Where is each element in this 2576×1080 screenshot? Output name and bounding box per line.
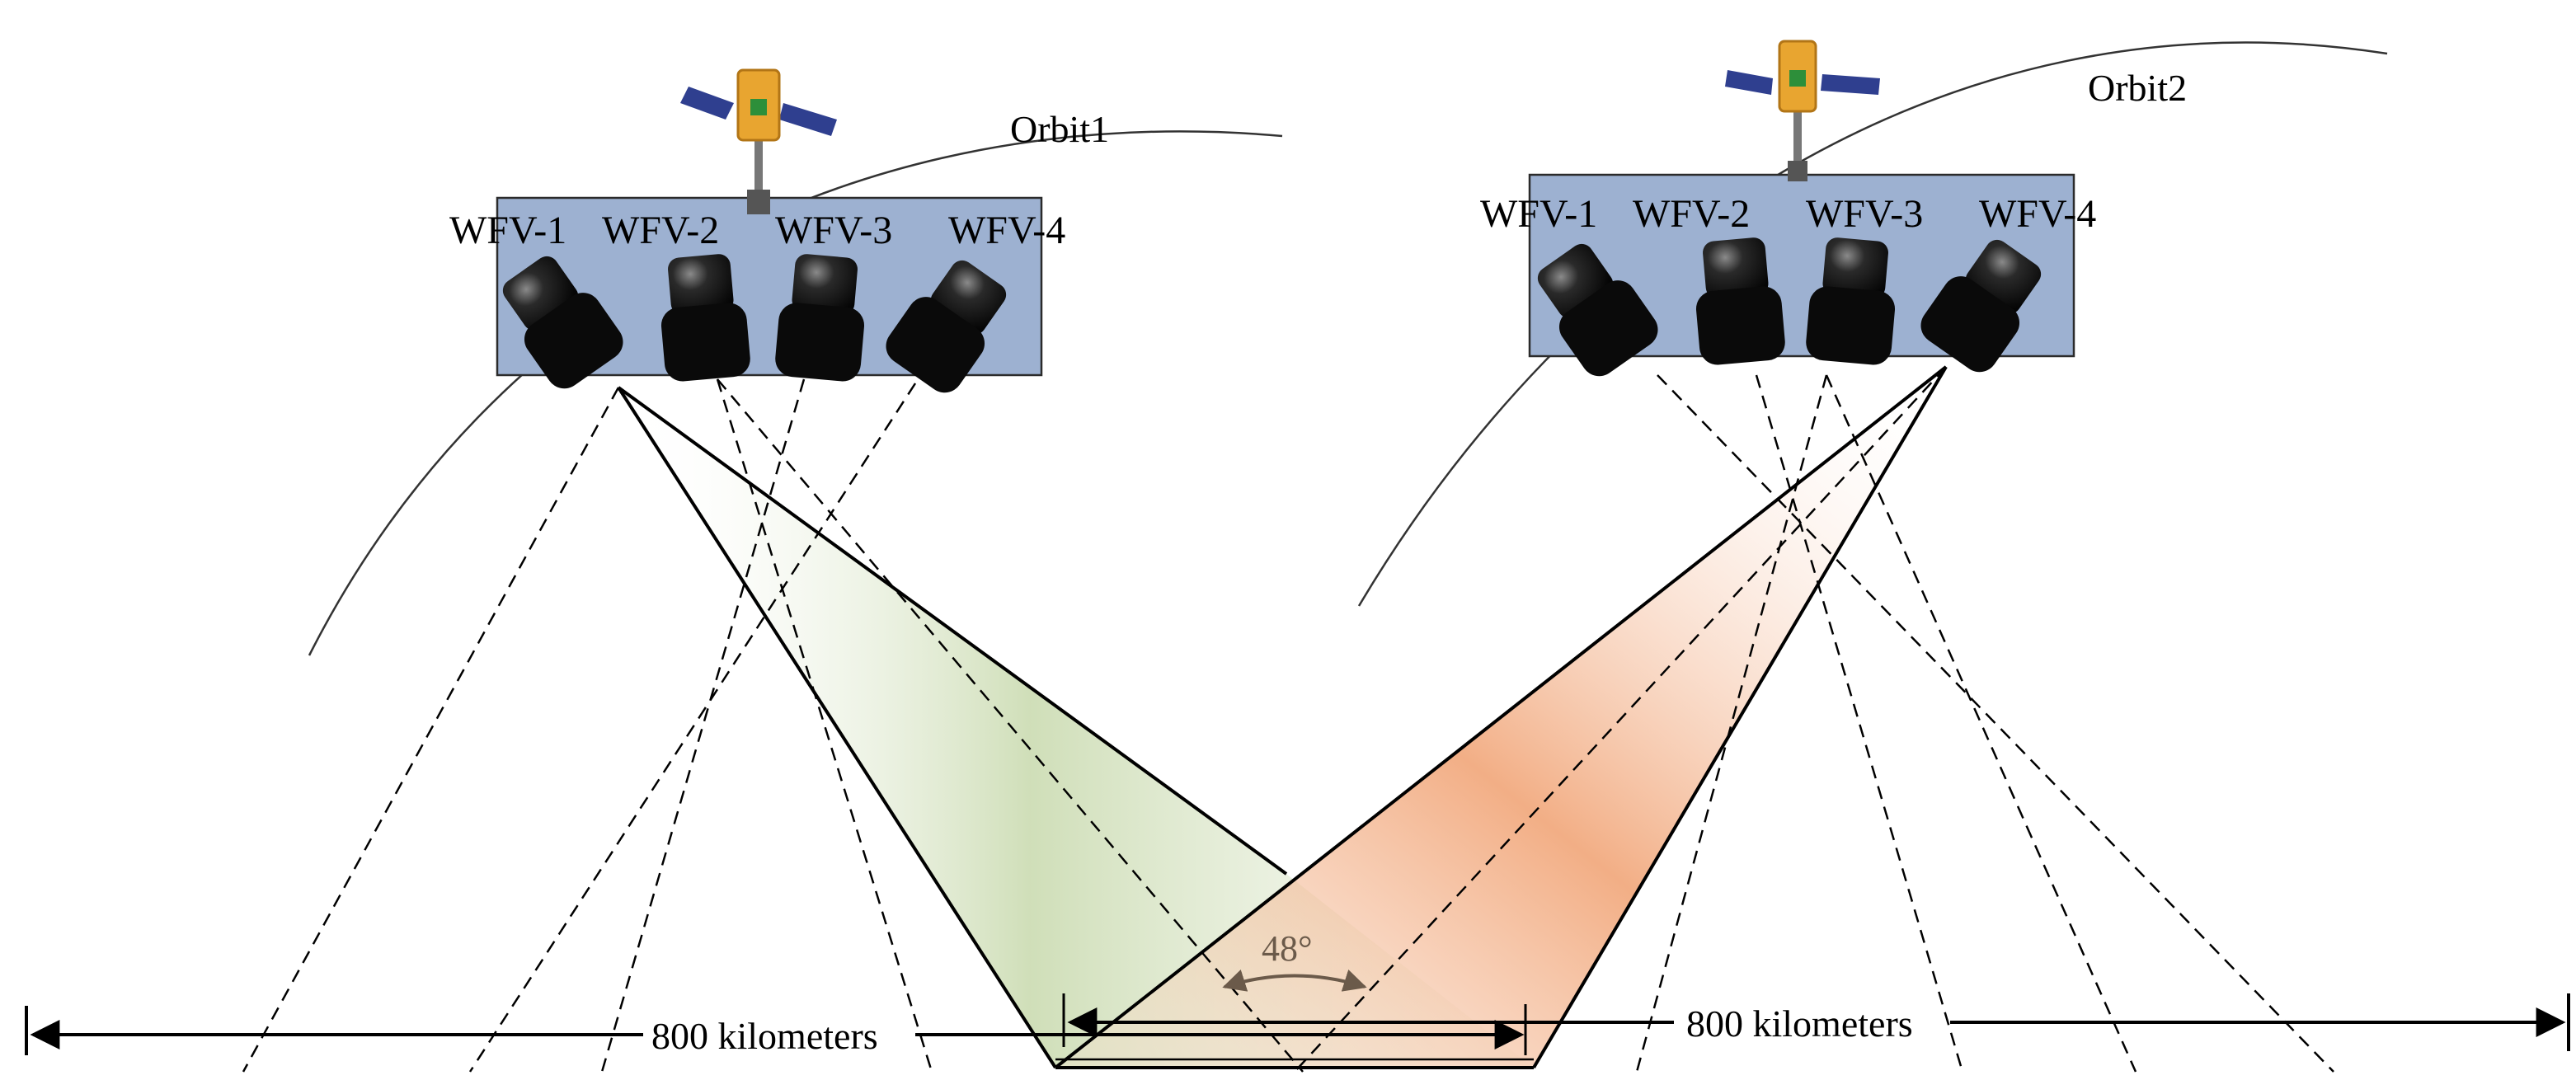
swath-left-dimension (25, 1004, 1527, 1055)
orbit2-wfv2-label: WFV-2 (1633, 192, 1750, 236)
orbit1-wfv1-camera-icon (502, 256, 623, 389)
orbit2-arc (1357, 41, 2388, 607)
satellite-2-icon (1725, 40, 1880, 181)
orbit2-wfv1-label: WFV-1 (1480, 192, 1597, 236)
swath-right-label: 800 kilometers (1686, 1003, 1913, 1045)
orbit2-label: Orbit2 (2088, 67, 2187, 109)
orbit2-wfv2-camera-icon (1695, 237, 1785, 365)
angle-arc-arrow (1222, 970, 1367, 992)
orbit1-wfv3-label: WFV-3 (775, 209, 892, 252)
orbit1-wfv1-label: WFV-1 (449, 209, 566, 252)
orbit2-wfv4-label: WFV-4 (1979, 192, 2096, 236)
swath-right-dimension (1062, 993, 2570, 1051)
swath-left-label: 800 kilometers (651, 1015, 878, 1057)
orbit1-wfv4-label: WFV-4 (948, 209, 1065, 252)
orbit1-label: Orbit1 (1010, 108, 1109, 150)
angle-label: 48° (1262, 928, 1313, 969)
orbit1-cameras (502, 254, 1007, 393)
orbit1-wfv3-camera-icon (775, 254, 865, 382)
fov-dashed-lines (242, 366, 2334, 1073)
orbit1-wfv2-label: WFV-2 (602, 209, 719, 252)
orbit1-wfv4-camera-icon (886, 260, 1007, 393)
orbit2-cameras (1537, 237, 2042, 377)
orbit2-wfv1-camera-icon (1537, 243, 1658, 377)
orbit2-wfv3-camera-icon (1806, 237, 1896, 365)
orbit1-wfv2-camera-icon (660, 254, 750, 382)
orbit2-wfv3-label: WFV-3 (1806, 192, 1923, 236)
satellite-1-icon (680, 68, 837, 214)
orbit2-wfv4-camera-icon (1920, 239, 2042, 373)
